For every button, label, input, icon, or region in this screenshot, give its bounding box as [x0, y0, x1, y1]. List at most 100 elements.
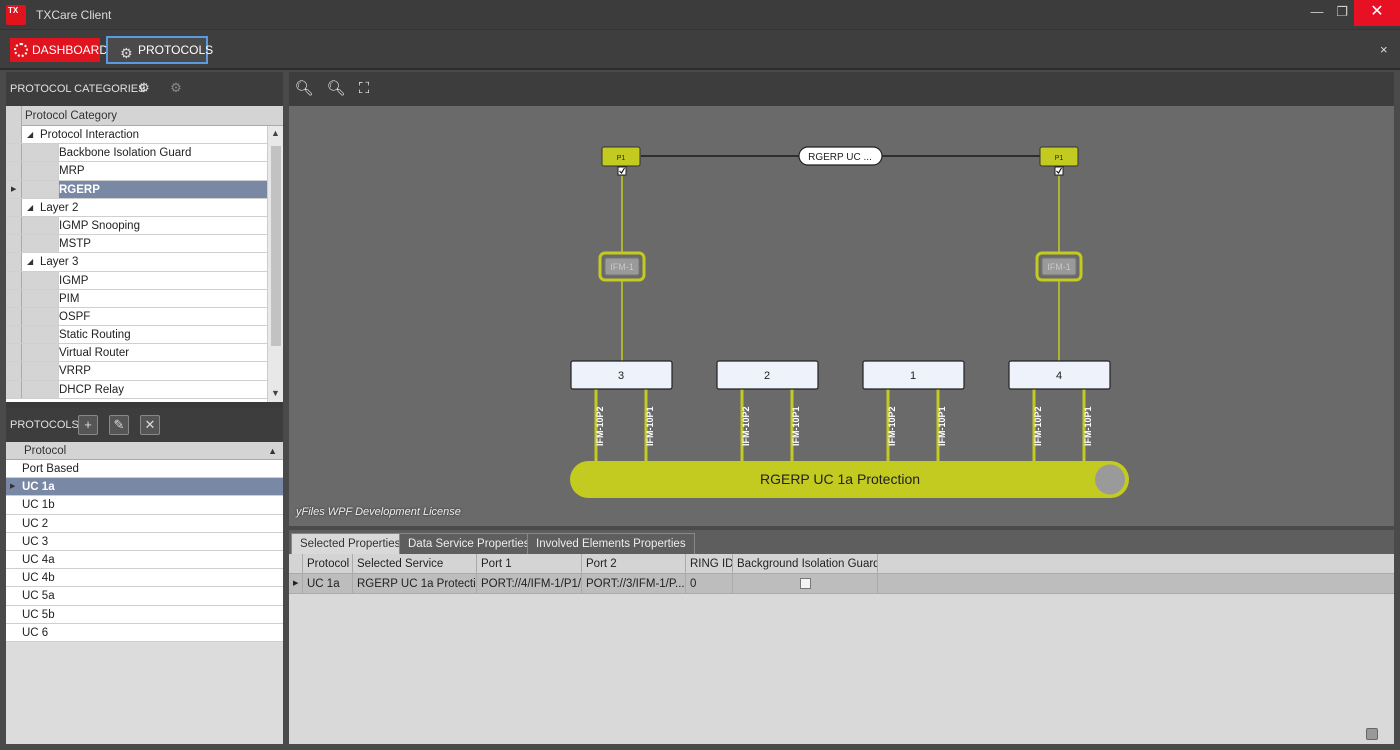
ifm-left-node[interactable]: IFM-1: [598, 251, 646, 282]
expand-toggle-icon[interactable]: ◢: [27, 202, 34, 212]
list-item[interactable]: UC 1b: [6, 496, 283, 515]
topology-diagram: P1 P1 RGERP UC ... IFM-1 IFM-1: [570, 146, 1129, 498]
fit-to-screen-icon[interactable]: ⛶: [358, 80, 370, 97]
cell-port-2[interactable]: PORT://3/IFM-1/P...: [582, 574, 686, 594]
service-label-node[interactable]: RGERP UC ...: [798, 146, 883, 166]
edit-protocol-button[interactable]: ✎: [109, 415, 129, 435]
category-label: PIM: [59, 292, 80, 305]
close-window-button[interactable]: ✕: [1354, 0, 1400, 26]
categories-title: PROTOCOL CATEGORIES: [10, 83, 146, 95]
tab-involved-elements-properties[interactable]: Involved Elements Properties: [527, 533, 695, 554]
cell-selected-service[interactable]: RGERP UC 1a Protecti...: [353, 574, 477, 594]
tab-selected-properties[interactable]: Selected Properties: [291, 533, 410, 554]
list-item[interactable]: UC 6: [6, 623, 283, 642]
link-label: IFM-10P1: [1083, 406, 1093, 446]
switch-node-4[interactable]: 4: [1008, 360, 1111, 390]
list-item[interactable]: UC 3: [6, 532, 283, 551]
list-item[interactable]: IGMP Snooping: [6, 216, 283, 236]
category-scrollbar[interactable]: ▲ ▼: [267, 126, 283, 402]
list-item[interactable]: ▶RGERP: [6, 180, 283, 199]
scroll-thumb[interactable]: [271, 146, 281, 346]
list-item[interactable]: DHCP Relay: [6, 380, 283, 399]
status-icon[interactable]: [1366, 728, 1378, 740]
list-item[interactable]: Backbone Isolation Guard: [6, 144, 283, 163]
column-ring-id[interactable]: RING ID: [686, 554, 733, 574]
protocol-label: UC 5a: [22, 590, 55, 603]
column-port-2[interactable]: Port 2: [582, 554, 686, 574]
list-item[interactable]: Static Routing: [6, 326, 283, 345]
protocol-label: UC 6: [22, 626, 49, 639]
category-column-header[interactable]: Protocol Category: [25, 110, 118, 122]
ring-bar[interactable]: RGERP UC 1a Protection: [570, 461, 1129, 498]
properties-table: Protocol Selected Service Port 1 Port 2 …: [289, 554, 1394, 594]
table-row[interactable]: ▶ UC 1a RGERP UC 1a Protecti... PORT://4…: [289, 574, 1394, 594]
cell-port-1[interactable]: PORT://4/IFM-1/P1/: [477, 574, 582, 594]
svg-text:P1: P1: [1055, 155, 1064, 162]
zoom-in-icon[interactable]: 🔍︎: [294, 80, 314, 97]
list-item[interactable]: MSTP: [6, 235, 283, 254]
background-isolation-guard-checkbox[interactable]: [800, 578, 811, 589]
switch-node-2[interactable]: 2: [716, 360, 819, 390]
column-background-isolation-guard[interactable]: Background Isolation Guard: [733, 554, 878, 574]
diagram-canvas[interactable]: P1 P1 RGERP UC ... IFM-1 IFM-1: [289, 106, 1394, 526]
expand-toggle-icon[interactable]: ◢: [27, 130, 34, 139]
protocol-grid-header[interactable]: Protocol ▲: [6, 442, 283, 460]
expand-toggle-icon[interactable]: ◢: [27, 257, 34, 267]
ifm-right-node[interactable]: IFM-1: [1035, 251, 1083, 282]
category-group[interactable]: ◢Layer 2: [6, 198, 283, 217]
list-item[interactable]: UC 5a: [6, 587, 283, 606]
tab-data-service-properties[interactable]: Data Service Properties: [399, 533, 539, 554]
list-item[interactable]: MRP: [6, 162, 283, 181]
protocols-title: PROTOCOLS: [10, 419, 79, 431]
port-right[interactable]: P1: [1039, 146, 1079, 167]
protocol-label: Port Based: [22, 463, 79, 475]
category-grid-header: Protocol Category: [6, 106, 283, 126]
port-right-checkbox[interactable]: [1054, 166, 1064, 176]
link-label: IFM-10P2: [595, 406, 605, 446]
column-port-1[interactable]: Port 1: [477, 554, 582, 574]
protocol-label: UC 4b: [22, 572, 55, 585]
list-item[interactable]: ▶UC 1a: [6, 478, 283, 497]
delete-protocol-button[interactable]: ✕: [140, 415, 160, 435]
column-selected-service[interactable]: Selected Service: [353, 554, 477, 574]
cell-ring-id[interactable]: 0: [686, 574, 733, 594]
category-group[interactable]: ◢Layer 3: [6, 253, 283, 272]
category-label: Virtual Router: [59, 347, 130, 360]
cell-protocol[interactable]: UC 1a: [303, 574, 353, 594]
list-item[interactable]: UC 2: [6, 514, 283, 533]
list-item[interactable]: UC 4a: [6, 550, 283, 570]
svg-text:RGERP UC 1a Protection: RGERP UC 1a Protection: [760, 471, 920, 487]
list-item[interactable]: OSPF: [6, 307, 283, 327]
list-item[interactable]: Port Based: [6, 460, 283, 479]
tab-protocols[interactable]: ⚙ PROTOCOLS: [106, 36, 213, 64]
scroll-up-icon[interactable]: ▲: [271, 128, 280, 138]
list-item[interactable]: VRRP: [6, 362, 283, 381]
add-protocol-button[interactable]: +: [78, 415, 98, 435]
switch-node-1[interactable]: 1: [862, 360, 965, 390]
scroll-down-icon[interactable]: ▼: [271, 388, 280, 398]
tab-dashboard[interactable]: DASHBOARD: [10, 38, 108, 62]
maximize-button[interactable]: ❐: [1336, 4, 1348, 19]
add-category-icon[interactable]: ⚙: [138, 80, 150, 95]
minimize-button[interactable]: —: [1310, 4, 1324, 19]
column-protocol[interactable]: Protocol: [303, 554, 353, 574]
port-left-checkbox[interactable]: [617, 166, 627, 176]
row-indicator-icon: ▶: [10, 483, 16, 491]
link-label: IFM-10P2: [887, 406, 897, 446]
category-label: OSPF: [59, 310, 91, 323]
category-group[interactable]: ◢Protocol Interaction: [6, 126, 283, 145]
link-label: IFM-10P1: [645, 406, 655, 446]
list-item[interactable]: Virtual Router: [6, 344, 283, 363]
list-item[interactable]: PIM: [6, 289, 283, 308]
port-left[interactable]: P1: [601, 146, 641, 167]
list-item[interactable]: UC 4b: [6, 569, 283, 588]
settings-icon[interactable]: ⚙: [170, 80, 182, 95]
list-item[interactable]: IGMP: [6, 271, 283, 290]
list-item[interactable]: UC 5b: [6, 605, 283, 624]
close-tab-icon[interactable]: ×: [1380, 42, 1388, 57]
category-label: Static Routing: [59, 329, 131, 342]
zoom-out-icon[interactable]: 🔍︎: [326, 80, 346, 97]
canvas-toolbar: 🔍︎ 🔍︎ ⛶: [289, 72, 1394, 106]
switch-node-3[interactable]: 3: [570, 360, 673, 390]
